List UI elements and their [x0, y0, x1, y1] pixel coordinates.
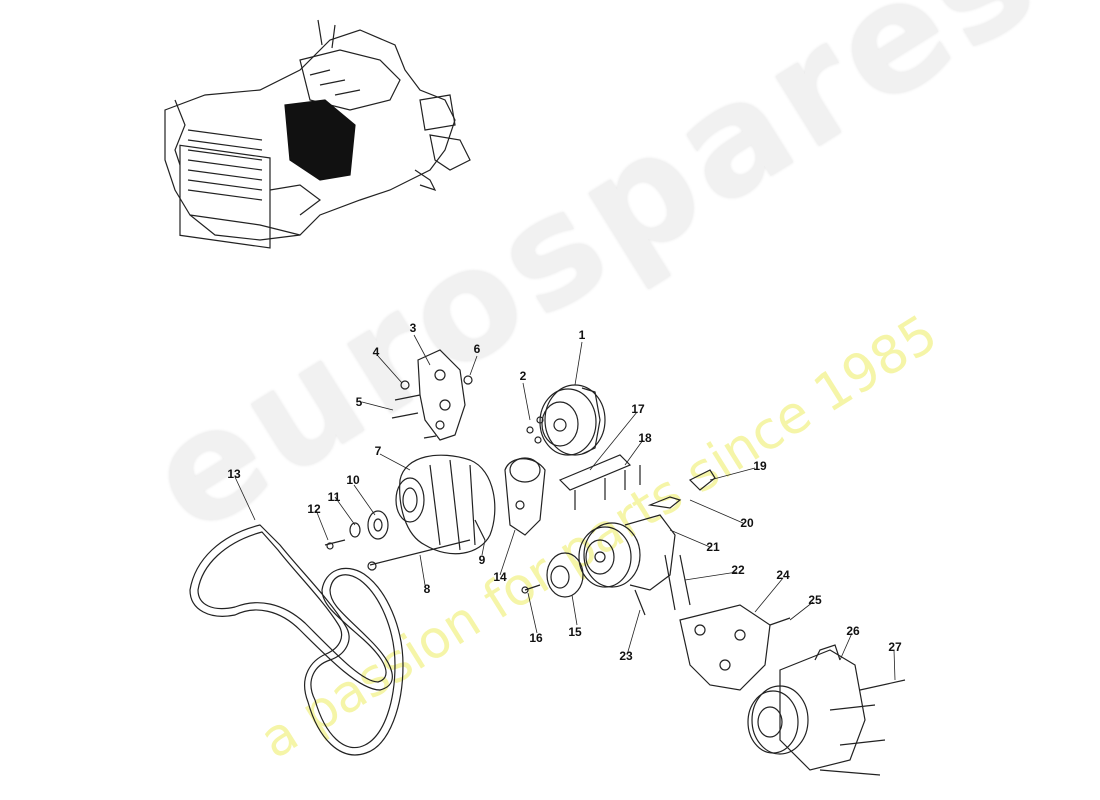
- alternator-7: [395, 454, 496, 555]
- callout-7: 7: [374, 444, 382, 458]
- power-steering-pump-21: [578, 514, 676, 591]
- callout-5: 5: [355, 395, 363, 409]
- callout-20: 20: [740, 516, 754, 530]
- callout-26: 26: [846, 624, 860, 638]
- callout-16: 16: [529, 631, 543, 645]
- callout-9: 9: [478, 553, 486, 567]
- callout-17: 17: [631, 402, 645, 416]
- drive-belt: [189, 524, 404, 756]
- callout-8: 8: [423, 582, 431, 596]
- callout-2: 2: [519, 369, 527, 383]
- bolts-22-23: [634, 554, 691, 616]
- sensor-19-20: [647, 469, 716, 509]
- callout-4: 4: [372, 345, 380, 359]
- callout-3: 3: [409, 321, 417, 335]
- callout-22: 22: [731, 563, 745, 577]
- callout-18: 18: [638, 431, 652, 445]
- callout-25: 25: [808, 593, 822, 607]
- callout-14: 14: [493, 570, 507, 584]
- callout-11: 11: [327, 490, 341, 504]
- callout-21: 21: [706, 540, 720, 554]
- callout-12: 12: [307, 502, 321, 516]
- callout-19: 19: [753, 459, 767, 473]
- callout-23: 23: [619, 649, 633, 663]
- fasteners-upper: [391, 375, 544, 444]
- callout-10: 10: [346, 473, 360, 487]
- bracket-17: [558, 454, 641, 510]
- bolts-27: [819, 679, 906, 776]
- ac-compressor-26: [747, 644, 866, 771]
- leader-lines: [234, 334, 896, 681]
- callout-15: 15: [568, 625, 582, 639]
- bracket-24: [679, 604, 771, 691]
- idler-pulley-15: [521, 552, 584, 598]
- engine-overview: [164, 19, 471, 249]
- callout-27: 27: [888, 640, 902, 654]
- bolt-25: [769, 617, 791, 626]
- bolt-8: [369, 539, 471, 566]
- pulley-1: [539, 384, 606, 456]
- callout-1: 1: [578, 328, 586, 342]
- pulley-small-10: [324, 510, 389, 550]
- callout-24: 24: [776, 568, 790, 582]
- bracket-3: [417, 349, 466, 441]
- callout-13: 13: [227, 467, 241, 481]
- callout-6: 6: [473, 342, 481, 356]
- tensioner-14: [474, 457, 546, 541]
